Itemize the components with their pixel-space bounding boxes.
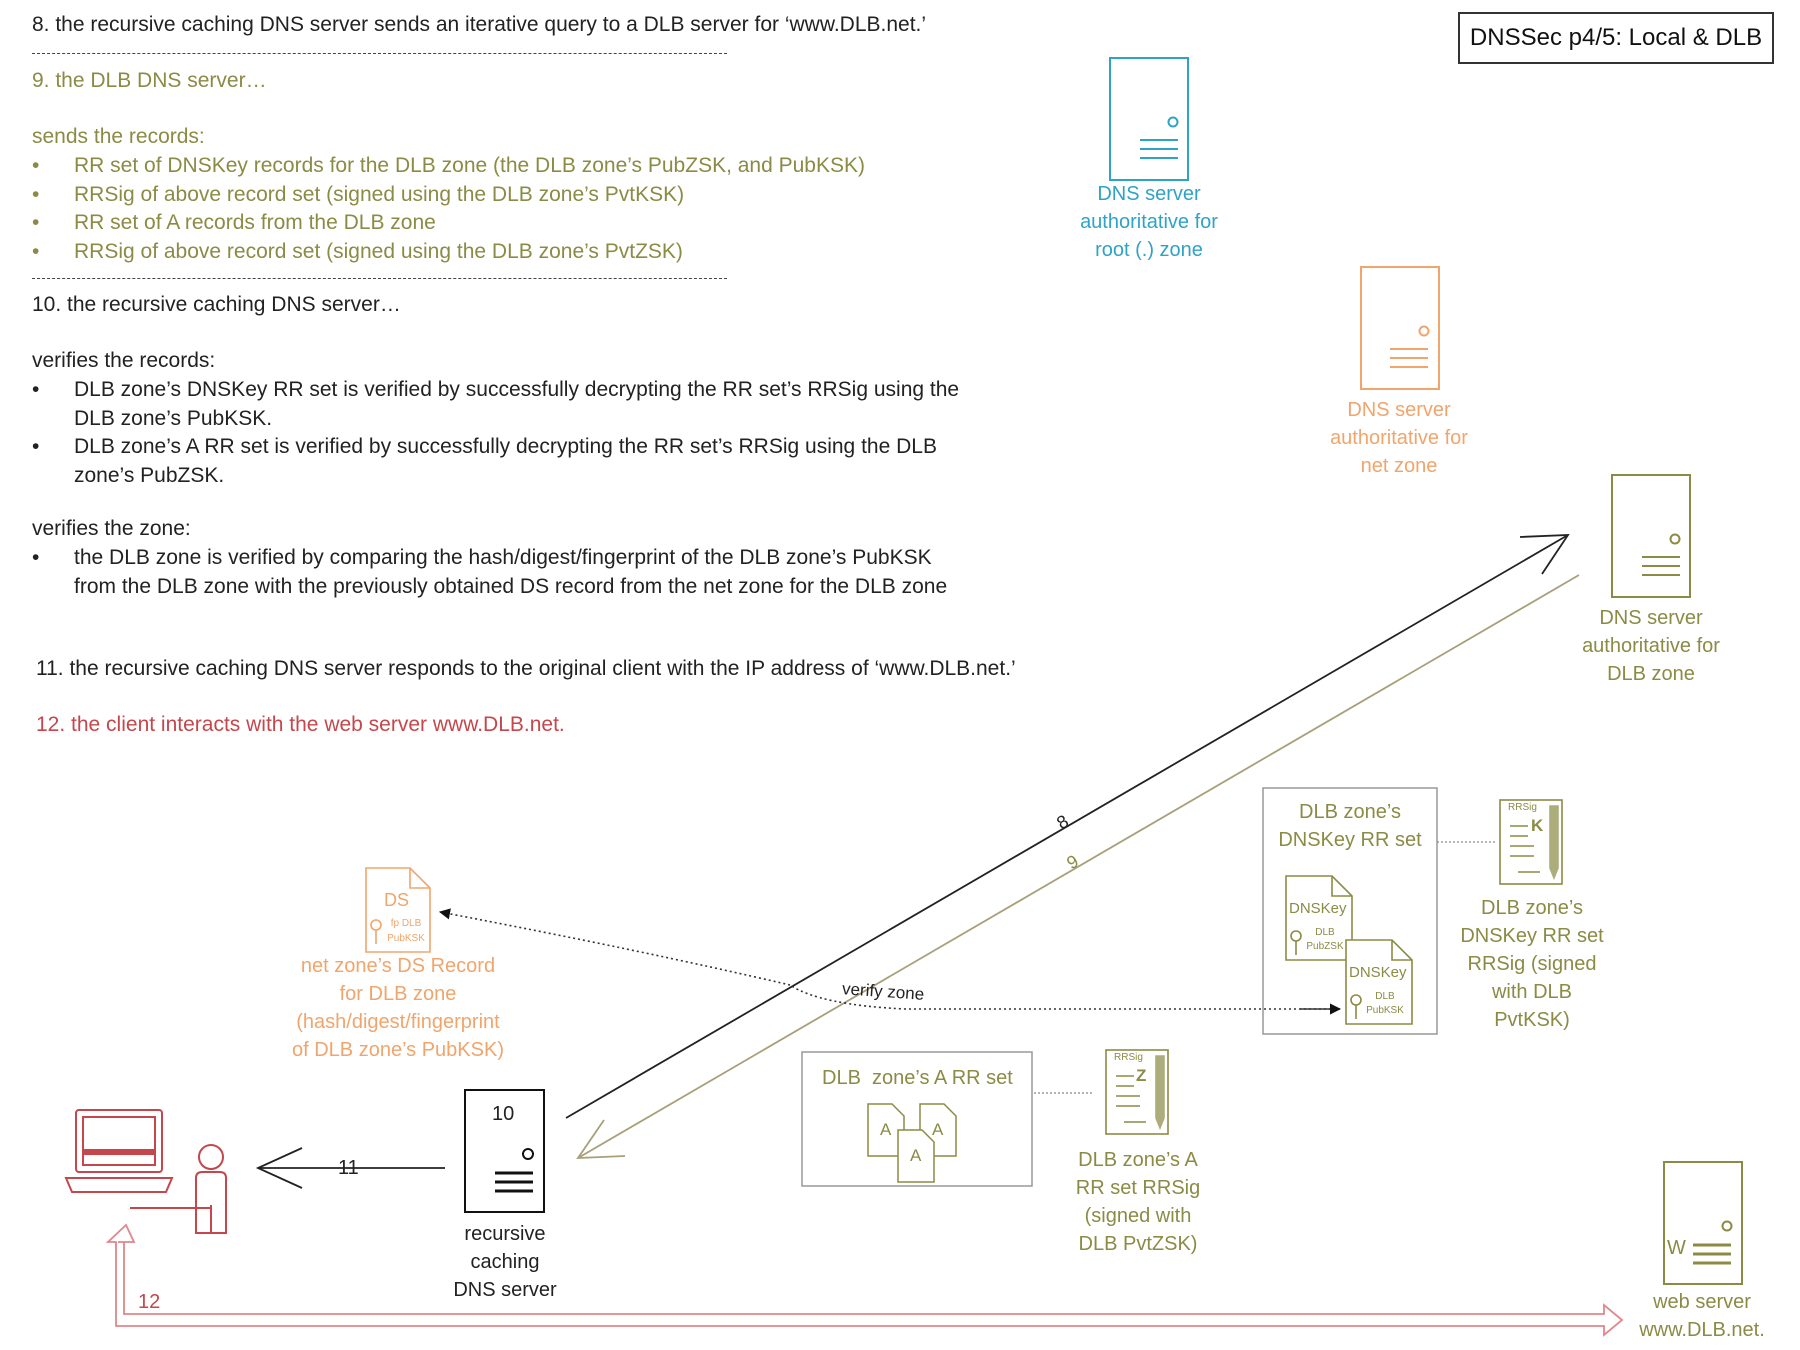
arrow-9 <box>576 574 1580 1159</box>
verifies-records-list: DLB zone’s DNSKey RR set is verified by … <box>32 376 959 490</box>
verify-zone-arrow <box>438 908 1342 1015</box>
user-icon <box>130 1144 227 1234</box>
recursive-server-icon <box>464 1089 545 1213</box>
dlb-server-icon <box>1611 474 1691 598</box>
dnskey-rrsig-doc-icon <box>1499 799 1563 885</box>
a-rrsig-doc-icon <box>1105 1049 1169 1135</box>
dnskey-doc2-title: DNSKey <box>1349 964 1407 981</box>
arrow-8 <box>565 534 1570 1119</box>
arrow-12-label: 12 <box>138 1291 161 1313</box>
step-11: 11. the recursive caching DNS server res… <box>36 657 1016 680</box>
verify-item: DLB zone’s DNSKey RR set is verified by … <box>32 376 959 433</box>
sends-list: RR set of DNSKey records for the DLB zon… <box>32 152 865 266</box>
sends-item: RR set of DNSKey records for the DLB zon… <box>32 152 865 181</box>
net-server-icon <box>1360 266 1440 390</box>
web-server-icon <box>1663 1161 1743 1285</box>
sends-item: RRSig of above record set (signed using … <box>32 181 865 210</box>
dnskey-pubksk-doc-icon <box>1345 939 1413 1025</box>
verifies-zone-list: the DLB zone is verified by comparing th… <box>32 544 947 601</box>
verify-zone-item: the DLB zone is verified by comparing th… <box>32 544 947 601</box>
dnskey-rrset-box <box>1262 787 1438 1035</box>
a-doc2-letter: A <box>932 1120 944 1139</box>
step-10: 10. the recursive caching DNS server… <box>32 293 401 316</box>
diagram-title: DNSSec p4/5: Local & DLB <box>1458 12 1774 64</box>
step-9: 9. the DLB DNS server… <box>32 69 267 92</box>
dnskey-rrsig-letter: K <box>1531 816 1544 835</box>
a-rrsig-tag: RRSig <box>1114 1052 1143 1063</box>
a-rrsig-letter: Z <box>1136 1066 1147 1085</box>
divider-1 <box>32 53 727 54</box>
verify-item: DLB zone’s A RR set is verified by succe… <box>32 433 959 490</box>
divider-2 <box>32 278 727 279</box>
arrow-11 <box>255 1147 445 1189</box>
sends-item: RRSig of above record set (signed using … <box>32 238 865 267</box>
arrow-12 <box>105 1223 1624 1337</box>
dnskey-rrsig-tag: RRSig <box>1508 802 1537 813</box>
sends-item: RR set of A records from the DLB zone <box>32 209 865 238</box>
recursive-step-number: 10 <box>492 1103 515 1125</box>
arrow-11-label: 11 <box>338 1157 359 1179</box>
laptop-icon <box>64 1109 174 1193</box>
a-rrset-box <box>801 1051 1033 1187</box>
web-server-letter: W <box>1667 1237 1686 1259</box>
sends-heading: sends the records: <box>32 125 205 148</box>
verifies-zone-heading: verifies the zone: <box>32 517 191 540</box>
dnskey-doc1-title: DNSKey <box>1289 900 1347 917</box>
a-rrset-label: DLB zone’s A RR set <box>822 1067 1013 1089</box>
ds-record-doc-icon <box>365 867 431 953</box>
root-server-icon <box>1109 57 1189 181</box>
a-record-doc-icon <box>867 1103 957 1183</box>
step-8: 8. the recursive caching DNS server send… <box>32 13 927 36</box>
dnskey-pubzsk-doc-icon <box>1285 875 1353 961</box>
a-doc3-letter: A <box>910 1146 922 1165</box>
verifies-records-heading: verifies the records: <box>32 349 216 372</box>
ds-doc-title: DS <box>384 890 410 910</box>
a-doc1-letter: A <box>880 1120 892 1139</box>
step-12: 12. the client interacts with the web se… <box>36 713 565 736</box>
